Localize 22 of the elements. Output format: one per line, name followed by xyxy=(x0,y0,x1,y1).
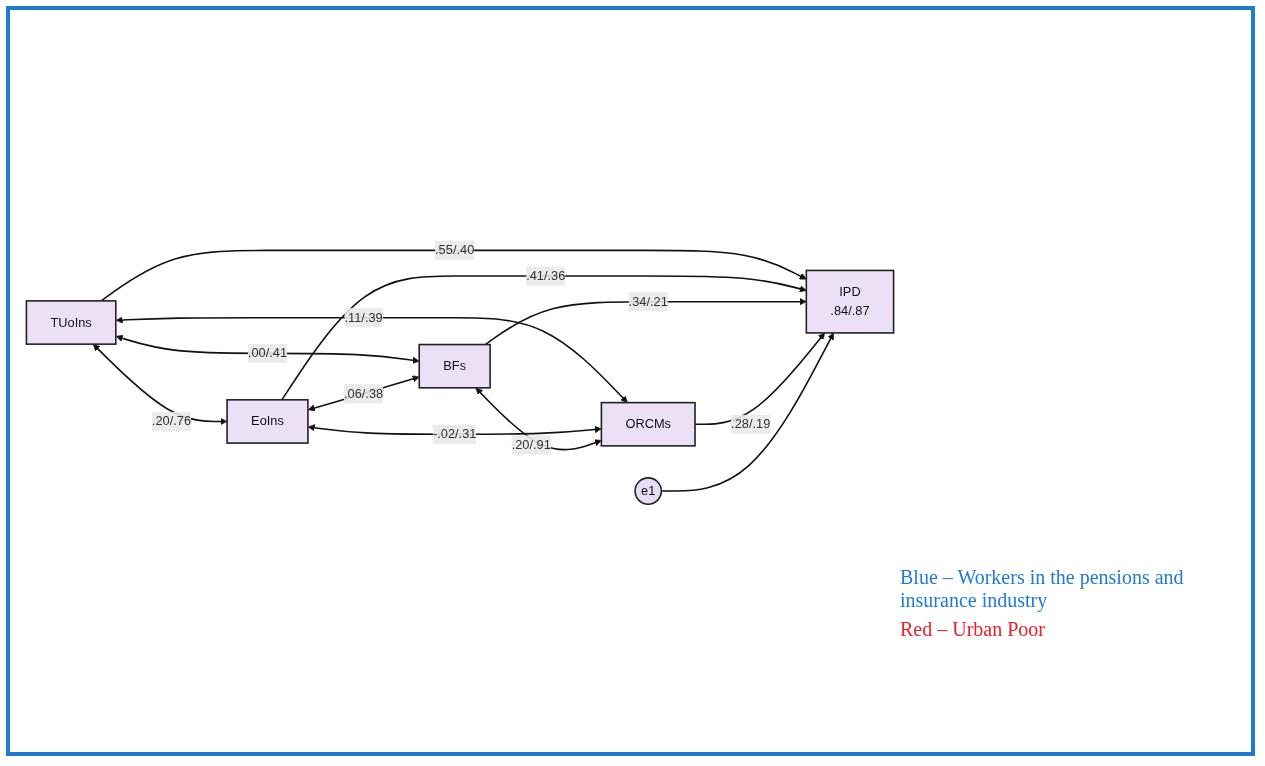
arrow xyxy=(100,249,807,302)
legend-entry: Red – Urban Poor xyxy=(900,618,1046,641)
legend-entry: Blue – Workers in the pensions and insurance industry xyxy=(900,566,1185,612)
edge-label: .28/.19 xyxy=(731,417,771,431)
node-box: BFs xyxy=(418,343,491,389)
node-box: TUoIns xyxy=(25,300,117,345)
node-box: ORCMs xyxy=(600,401,696,447)
edge-label: .41/.36 xyxy=(526,268,566,283)
edge-label: .20/.91 xyxy=(511,437,551,452)
edge-label: .06/.38 xyxy=(343,386,384,401)
edge-label: -.02/.31 xyxy=(432,427,477,441)
node-box: IPD .84/.87 xyxy=(805,269,895,334)
node-circle: e1 xyxy=(634,477,663,505)
edge-label: .11/.39 xyxy=(344,310,383,325)
edge-label: .00/.41 xyxy=(247,346,288,360)
edge-label: .20/.76 xyxy=(151,414,192,428)
arrow xyxy=(115,334,420,364)
node-box: EoIns xyxy=(226,399,309,444)
arrow xyxy=(115,316,628,403)
edge-label: .55/.40 xyxy=(435,243,475,257)
edge-label: .34/.21 xyxy=(628,294,668,309)
arrow xyxy=(307,375,420,412)
